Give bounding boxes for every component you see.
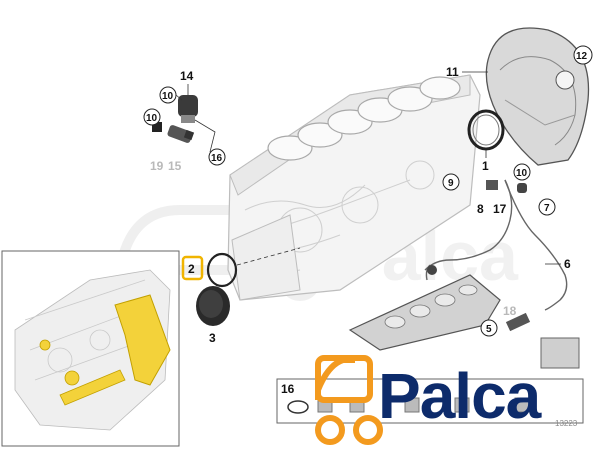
callout-7-circle: 7 bbox=[544, 203, 550, 214]
callout-14: 14 bbox=[180, 69, 194, 83]
crank-seal-ring bbox=[467, 109, 505, 151]
callout-12-circle: 12 bbox=[576, 51, 588, 62]
callout-19: 19 bbox=[150, 159, 164, 173]
logo-wheel-left bbox=[315, 415, 345, 445]
callout-9-circle: 9 bbox=[448, 178, 454, 189]
callout-3: 3 bbox=[209, 331, 216, 345]
callout-16-circle: 16 bbox=[211, 153, 223, 164]
callout-1: 1 bbox=[482, 159, 489, 173]
logo-wheel-right bbox=[353, 415, 383, 445]
logo-text: Palca bbox=[378, 360, 542, 432]
callout-8: 8 bbox=[477, 202, 484, 216]
inset-engine-view bbox=[1, 250, 180, 447]
highlight-box bbox=[181, 255, 204, 281]
callout-10-circle-top: 10 bbox=[162, 91, 174, 102]
highlight-block bbox=[114, 294, 171, 386]
callout-labels: 14 10 10 19 15 16 11 12 1 10 9 8 17 7 6 … bbox=[143, 45, 593, 345]
palca-logo: Palca bbox=[315, 355, 543, 445]
leader-line bbox=[194, 119, 216, 153]
callout-10-circle-left: 10 bbox=[146, 113, 158, 124]
knock-sensor bbox=[152, 122, 195, 143]
callout-5-circle: 5 bbox=[486, 324, 492, 335]
callout-18: 18 bbox=[503, 304, 517, 318]
callout-11: 11 bbox=[446, 65, 459, 79]
callout-17: 17 bbox=[493, 202, 507, 216]
leader-dashed bbox=[236, 247, 301, 266]
cover-cap bbox=[196, 286, 230, 326]
sensor-module bbox=[540, 337, 580, 369]
sensor-wiring bbox=[424, 179, 568, 332]
cover-seal-ring bbox=[206, 252, 238, 288]
rear-cover-plate bbox=[485, 27, 590, 166]
callout-15: 15 bbox=[168, 159, 182, 173]
engine-block bbox=[227, 74, 481, 301]
oil-pressure-sensor bbox=[178, 95, 198, 123]
callout-16-strip: 16 bbox=[281, 382, 295, 396]
callout-6: 6 bbox=[564, 257, 571, 271]
oil-pan-gasket bbox=[348, 274, 501, 351]
callout-10-circle-right: 10 bbox=[516, 168, 528, 179]
callout-2: 2 bbox=[188, 262, 195, 276]
part-number-fragment: 13223 bbox=[555, 419, 578, 428]
